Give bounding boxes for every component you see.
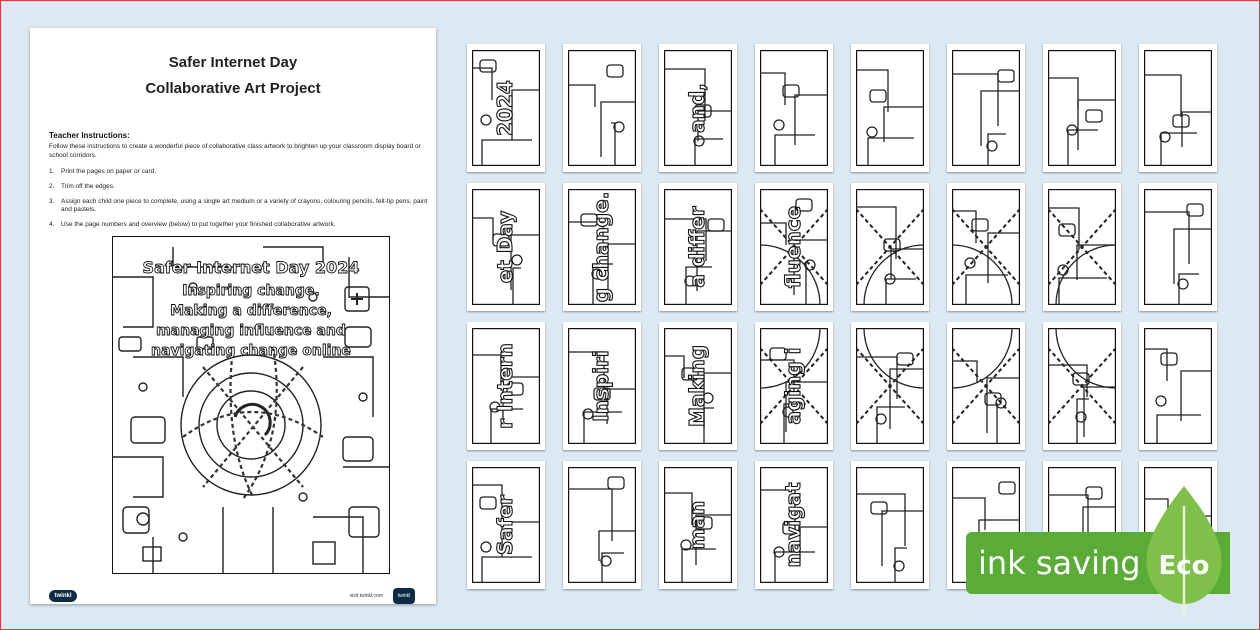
art-piece: Safer xyxy=(467,461,545,589)
art-piece-text: a differ xyxy=(685,206,709,287)
art-piece-drawing xyxy=(1048,328,1116,444)
art-piece xyxy=(755,44,833,172)
art-piece-drawing: navigat xyxy=(760,467,828,583)
art-piece xyxy=(563,461,641,589)
instruction-step: 1.Print the pages on paper or card. xyxy=(49,168,157,175)
art-piece-text: and, xyxy=(685,83,709,133)
art-piece-drawing xyxy=(856,328,924,444)
eco-label: Eco xyxy=(1158,551,1209,581)
art-piece-drawing xyxy=(952,328,1020,444)
instruction-step: 2.Trim off the edges. xyxy=(49,183,115,190)
art-piece-drawing xyxy=(1048,50,1116,166)
art-piece: Making xyxy=(659,322,737,450)
artwork-line4: managing influence and xyxy=(156,323,346,339)
art-piece: and, xyxy=(659,44,737,172)
art-piece: fluence xyxy=(755,183,833,311)
art-piece-drawing: Safer xyxy=(472,467,540,583)
art-piece-drawing xyxy=(1144,50,1212,166)
art-piece-drawing: et Day xyxy=(472,189,540,305)
art-piece-text: et Day xyxy=(493,211,517,284)
art-piece-drawing xyxy=(760,50,828,166)
art-piece xyxy=(563,44,641,172)
twinkl-logo: twinkl xyxy=(49,590,77,602)
artwork-line1: Safer Internet Day 2024 xyxy=(143,258,360,277)
instructions-heading: Teacher Instructions: xyxy=(49,131,130,140)
instructions-intro: Follow these instructions to create a wo… xyxy=(49,143,421,159)
art-piece-drawing: man xyxy=(664,467,732,583)
instruction-step: 4.Use the page numbers and overview (bel… xyxy=(49,221,336,228)
art-piece-drawing xyxy=(1144,189,1212,305)
artwork-overview: Safer Internet Day 2024 Inspiring change… xyxy=(112,236,390,574)
art-piece-text: g change. xyxy=(589,192,613,303)
art-piece xyxy=(1043,183,1121,311)
instruction-steps: 1.Print the pages on paper or card. 2.Tr… xyxy=(49,168,429,236)
art-piece-text: Inspiri xyxy=(589,350,613,421)
art-piece xyxy=(947,44,1025,172)
art-piece-text: fluence xyxy=(781,206,805,288)
circuit-artwork: Safer Internet Day 2024 Inspiring change… xyxy=(113,246,389,573)
art-piece-drawing xyxy=(568,467,636,583)
art-piece-drawing: fluence xyxy=(760,189,828,305)
art-piece: aging i xyxy=(755,322,833,450)
eco-leaf-icon: Eco xyxy=(1146,486,1222,616)
art-piece-drawing xyxy=(856,467,924,583)
art-piece-drawing: aging i xyxy=(760,328,828,444)
art-piece-drawing xyxy=(856,50,924,166)
art-piece-text: Safer xyxy=(493,495,517,555)
art-piece: r Intern xyxy=(467,322,545,450)
art-piece xyxy=(1139,183,1217,311)
art-piece xyxy=(851,322,929,450)
art-piece-text: aging i xyxy=(781,347,805,424)
art-piece xyxy=(1043,44,1121,172)
art-piece-drawing: a differ xyxy=(664,189,732,305)
art-piece: man xyxy=(659,461,737,589)
footer-badge: twinkl xyxy=(393,588,415,604)
art-piece-text: r Intern xyxy=(493,343,517,429)
art-piece xyxy=(947,322,1025,450)
art-piece xyxy=(1139,44,1217,172)
art-piece-drawing: Making xyxy=(664,328,732,444)
art-piece-text: navigat xyxy=(781,482,805,567)
art-piece-drawing xyxy=(568,50,636,166)
art-piece-drawing xyxy=(952,50,1020,166)
art-piece-drawing: 2024 xyxy=(472,50,540,166)
art-piece-drawing xyxy=(1048,189,1116,305)
art-piece xyxy=(1139,322,1217,450)
art-piece: Inspiri xyxy=(563,322,641,450)
art-piece: et Day xyxy=(467,183,545,311)
art-piece-drawing: Inspiri xyxy=(568,328,636,444)
instruction-step: 3.Assign each child one piece to complet… xyxy=(49,198,428,213)
ink-saving-label: ink saving xyxy=(978,544,1141,582)
art-piece-drawing xyxy=(856,189,924,305)
sheet-title-line2: Collaborative Art Project xyxy=(145,80,321,97)
art-piece: navigat xyxy=(755,461,833,589)
art-piece: 2024 xyxy=(467,44,545,172)
art-piece xyxy=(851,461,929,589)
art-piece: a differ xyxy=(659,183,737,311)
art-piece: g change. xyxy=(563,183,641,311)
art-piece-text: man xyxy=(685,501,709,550)
art-piece-text: Making xyxy=(685,345,709,427)
instruction-sheet: Safer Internet Day Collaborative Art Pro… xyxy=(30,28,436,604)
art-piece-drawing: g change. xyxy=(568,189,636,305)
sheet-title-line1: Safer Internet Day xyxy=(168,54,298,71)
artwork-line5: navigating change online xyxy=(151,343,351,359)
art-piece xyxy=(851,44,929,172)
artwork-line3: Making a difference, xyxy=(170,303,332,319)
footer-url: visit twinkl.com xyxy=(349,593,383,599)
art-piece-drawing xyxy=(952,189,1020,305)
art-piece-text: 2024 xyxy=(493,80,517,136)
art-piece-drawing: and, xyxy=(664,50,732,166)
art-piece-drawing xyxy=(1144,328,1212,444)
art-piece xyxy=(947,183,1025,311)
art-piece-drawing: r Intern xyxy=(472,328,540,444)
art-piece xyxy=(851,183,929,311)
art-piece xyxy=(1043,322,1121,450)
artwork-line2: Inspiring change. xyxy=(182,283,319,299)
sheet-footer: twinkl visit twinkl.com twinkl xyxy=(49,588,417,608)
